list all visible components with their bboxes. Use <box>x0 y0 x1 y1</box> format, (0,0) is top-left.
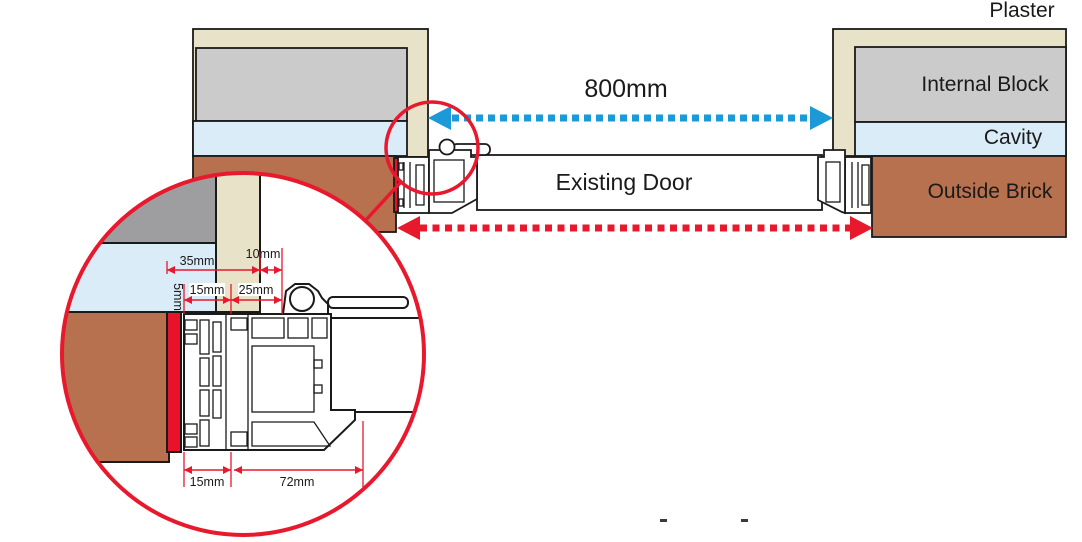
red-arrowhead-left <box>397 216 420 240</box>
dim-35mm-label: 35mm <box>180 254 215 268</box>
magnified-hinge <box>281 283 409 315</box>
wall-section-right: Plaster Internal Block Cavity Outside Br… <box>832 0 1067 238</box>
magnified-seal-strip <box>166 311 182 453</box>
dim-15mm-top-label: 15mm <box>190 283 225 297</box>
magnifier-connector-line <box>363 181 402 223</box>
red-arrowhead-right <box>850 216 873 240</box>
magnified-hinge-plate <box>327 296 409 309</box>
outside-brick-right <box>871 155 1067 238</box>
dim-10mm-label: 10mm <box>246 247 281 261</box>
frame-leaf-right <box>817 149 846 215</box>
door-frame-right <box>817 149 872 215</box>
cavity-label: Cavity <box>984 126 1043 149</box>
cavity-layer-left <box>192 120 408 157</box>
plaster-label: Plaster <box>989 0 1054 22</box>
dim-25mm-label: 25mm <box>239 283 274 297</box>
existing-door-label: Existing Door <box>556 169 693 195</box>
internal-block-label: Internal Block <box>921 73 1049 96</box>
magnified-content: 35mm 10mm 15mm 25mm 5mm 15mm <box>62 173 424 489</box>
dim-15mm-bottom-label: 15mm <box>190 475 225 489</box>
stray-mark <box>660 519 667 522</box>
dim-72mm-label: 72mm <box>280 475 315 489</box>
dim-5mm-label: 5mm <box>171 283 185 311</box>
outside-brick-label: Outside Brick <box>928 180 1053 203</box>
magnified-frame-outline <box>183 313 356 451</box>
blue-arrowhead-right <box>810 106 833 130</box>
opening-width-dimension: 800mm <box>428 75 833 130</box>
magnified-frame-profile <box>183 313 356 451</box>
hinge-knuckle-icon <box>438 138 456 156</box>
blue-arrowhead-left <box>428 106 451 130</box>
overall-width-dimension <box>397 216 873 240</box>
opening-width-label: 800mm <box>584 75 667 103</box>
existing-door-assembly: Existing Door <box>393 138 872 215</box>
magnified-door-panel <box>330 317 424 413</box>
stray-mark <box>741 519 748 522</box>
magnifier-circle <box>60 171 426 537</box>
internal-block-left <box>195 47 408 122</box>
magnified-hinge-knuckle-icon <box>289 286 315 312</box>
magnifier-source-circle <box>384 100 480 196</box>
frame-leaf-left <box>428 149 478 214</box>
magnified-outside-brick <box>62 311 170 463</box>
detail-dimensions: 35mm 10mm 15mm 25mm 5mm 15mm <box>166 247 364 489</box>
internal-block-right <box>854 46 1067 123</box>
